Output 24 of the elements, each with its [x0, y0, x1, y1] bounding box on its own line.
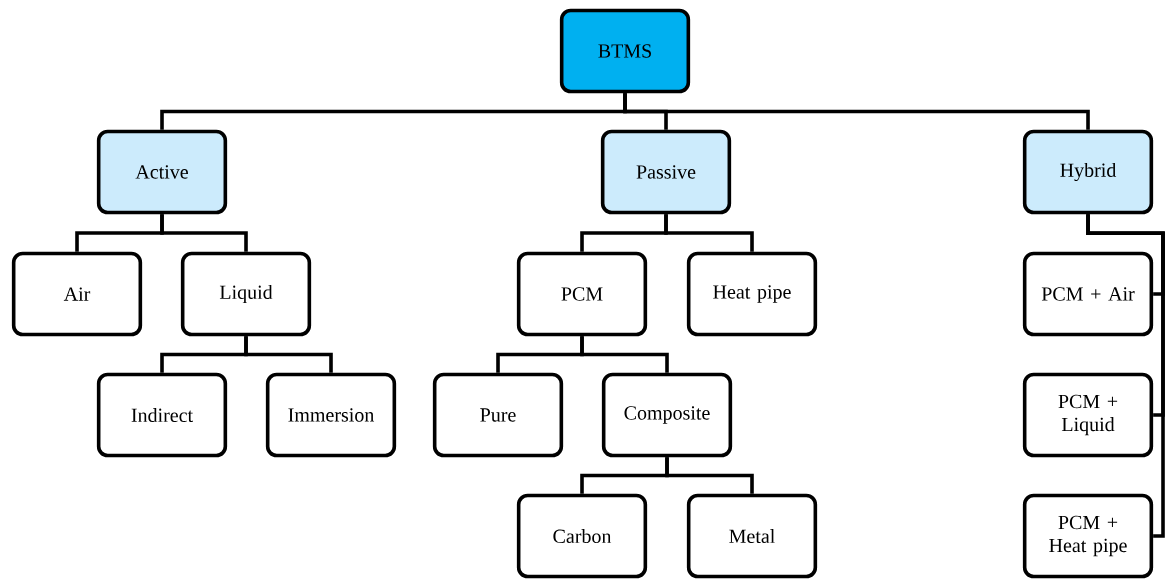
- connector-line: [160, 214, 248, 252]
- category-box: BTMS: [559, 8, 691, 94]
- category-box: Liquid: [180, 251, 312, 337]
- category-box: PCM + Air: [1022, 251, 1154, 337]
- connector-line: [580, 336, 669, 373]
- category-box: Passive: [600, 129, 732, 215]
- category-box: Immersion: [265, 372, 397, 458]
- connector-line: [1086, 214, 1165, 538]
- category-box: PCM: [516, 251, 648, 337]
- connector-line: [244, 336, 333, 373]
- category-box: Heat pipe: [686, 251, 818, 337]
- connector-line: [665, 457, 754, 494]
- category-box: Hybrid: [1022, 129, 1154, 215]
- category-box: Indirect: [96, 372, 228, 458]
- category-box: Pure: [432, 372, 564, 458]
- category-box: PCM + Liquid: [1022, 372, 1154, 458]
- category-box: Carbon: [516, 493, 648, 579]
- connector-line: [664, 214, 754, 252]
- category-box: Metal: [686, 493, 818, 579]
- category-box: Air: [11, 251, 143, 337]
- category-box: Active: [96, 129, 228, 215]
- category-box: Composite: [601, 372, 733, 458]
- connector-line: [623, 93, 1090, 130]
- category-box: PCM + Heat pipe: [1022, 493, 1154, 579]
